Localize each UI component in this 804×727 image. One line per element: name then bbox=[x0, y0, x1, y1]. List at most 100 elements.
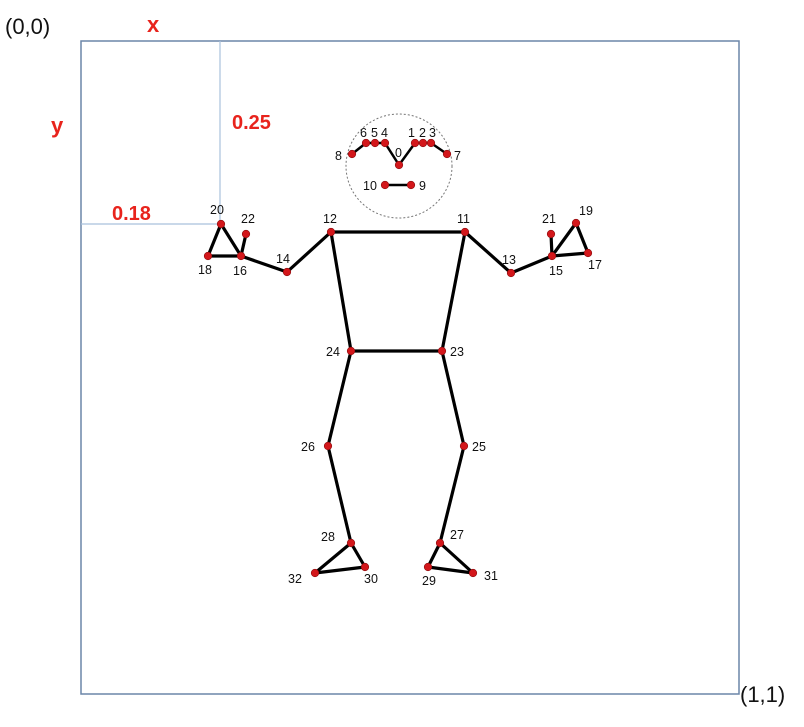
keypoint-label-18: 18 bbox=[198, 263, 212, 277]
keypoint-19 bbox=[571, 218, 581, 228]
bone-30-28 bbox=[349, 541, 367, 569]
bone-11-13 bbox=[463, 230, 513, 275]
keypoint-17 bbox=[583, 248, 593, 258]
keypoint-26 bbox=[323, 441, 333, 451]
end-corner-label: (1,1) bbox=[740, 682, 785, 707]
bone-12-14 bbox=[285, 230, 333, 274]
bone-28-32 bbox=[313, 541, 353, 575]
keypoint-label-25: 25 bbox=[472, 440, 486, 454]
keypoint-label-16: 16 bbox=[233, 264, 247, 278]
y-reference-value: 0.18 bbox=[112, 203, 151, 225]
keypoint-30 bbox=[360, 562, 370, 572]
keypoint-14 bbox=[282, 267, 292, 277]
keypoint-15 bbox=[547, 251, 557, 261]
keypoint-11 bbox=[460, 227, 470, 237]
bone-14-16 bbox=[239, 254, 289, 274]
keypoint-label-7: 7 bbox=[454, 149, 461, 163]
bone-29-31 bbox=[426, 565, 475, 575]
keypoint-label-9: 9 bbox=[419, 179, 426, 193]
keypoint-18 bbox=[203, 251, 213, 261]
bone-20-16 bbox=[219, 222, 243, 258]
y-axis-label: y bbox=[51, 113, 64, 138]
bone-11-23 bbox=[440, 230, 467, 353]
keypoint-9 bbox=[406, 180, 416, 190]
keypoint-24 bbox=[346, 346, 356, 356]
keypoint-label-31: 31 bbox=[484, 569, 498, 583]
skeleton-connections bbox=[206, 141, 590, 575]
keypoint-label-4: 4 bbox=[381, 126, 388, 140]
keypoint-6 bbox=[361, 138, 371, 148]
keypoint-label-1: 1 bbox=[408, 126, 415, 140]
keypoint-31 bbox=[468, 568, 478, 578]
bone-0-1 bbox=[397, 141, 417, 167]
keypoint-label-10: 10 bbox=[363, 179, 377, 193]
keypoint-27 bbox=[435, 538, 445, 548]
keypoint-29 bbox=[423, 562, 433, 572]
keypoint-4 bbox=[380, 138, 390, 148]
bone-25-27 bbox=[438, 444, 466, 545]
keypoint-label-21: 21 bbox=[542, 212, 556, 226]
bone-17-19 bbox=[574, 221, 590, 255]
head-outline-circle bbox=[345, 113, 453, 219]
keypoint-label-3: 3 bbox=[429, 126, 436, 140]
keypoint-10 bbox=[380, 180, 390, 190]
keypoint-label-23: 23 bbox=[450, 345, 464, 359]
keypoint-21 bbox=[546, 229, 556, 239]
keypoint-label-24: 24 bbox=[326, 345, 340, 359]
keypoint-label-13: 13 bbox=[502, 253, 516, 267]
skeleton-keypoints bbox=[203, 138, 593, 578]
keypoint-2 bbox=[418, 138, 428, 148]
bone-13-15 bbox=[509, 254, 554, 275]
keypoint-label-0: 0 bbox=[395, 146, 402, 160]
keypoint-25 bbox=[459, 441, 469, 451]
keypoint-28 bbox=[346, 538, 356, 548]
bone-12-24 bbox=[329, 230, 353, 353]
keypoint-label-22: 22 bbox=[241, 212, 255, 226]
keypoint-label-6: 6 bbox=[360, 126, 367, 140]
bone-18-20 bbox=[206, 222, 223, 258]
x-axis-label: x bbox=[147, 12, 160, 37]
keypoint-label-14: 14 bbox=[276, 252, 290, 266]
keypoint-label-28: 28 bbox=[321, 530, 335, 544]
keypoint-23 bbox=[437, 346, 447, 356]
keypoint-1 bbox=[410, 138, 420, 148]
keypoint-label-11: 11 bbox=[457, 212, 470, 226]
keypoint-label-29: 29 bbox=[422, 574, 436, 588]
keypoint-20 bbox=[216, 219, 226, 229]
keypoint-label-8: 8 bbox=[335, 149, 342, 163]
keypoint-32 bbox=[310, 568, 320, 578]
bone-19-15 bbox=[550, 221, 578, 258]
bone-26-28 bbox=[326, 444, 353, 545]
keypoint-label-20: 20 bbox=[210, 203, 224, 217]
keypoint-13 bbox=[506, 268, 516, 278]
keypoint-label-12: 12 bbox=[323, 212, 337, 226]
keypoint-3 bbox=[426, 138, 436, 148]
keypoint-label-5: 5 bbox=[371, 126, 378, 140]
keypoint-label-32: 32 bbox=[288, 572, 302, 586]
keypoint-5 bbox=[370, 138, 380, 148]
keypoint-22 bbox=[241, 229, 251, 239]
keypoint-label-30: 30 bbox=[364, 572, 378, 586]
bone-24-26 bbox=[326, 349, 353, 448]
keypoint-label-19: 19 bbox=[579, 204, 593, 218]
origin-corner-label: (0,0) bbox=[5, 14, 50, 39]
normalized-frame bbox=[80, 40, 740, 695]
bone-23-25 bbox=[440, 349, 466, 448]
x-reference-value: 0.25 bbox=[232, 112, 271, 134]
keypoint-16 bbox=[236, 251, 246, 261]
keypoint-label-15: 15 bbox=[549, 264, 563, 278]
keypoint-8 bbox=[347, 149, 357, 159]
bone-32-30 bbox=[313, 565, 367, 575]
keypoint-0 bbox=[394, 160, 404, 170]
keypoint-7 bbox=[442, 149, 452, 159]
bone-27-29 bbox=[426, 541, 442, 569]
keypoint-label-2: 2 bbox=[419, 126, 426, 140]
keypoint-label-27: 27 bbox=[450, 528, 464, 542]
bone-4-0 bbox=[383, 141, 401, 167]
bone-15-17 bbox=[550, 251, 590, 258]
bone-31-27 bbox=[438, 541, 475, 575]
keypoint-label-26: 26 bbox=[301, 440, 315, 454]
keypoint-label-17: 17 bbox=[588, 258, 602, 272]
